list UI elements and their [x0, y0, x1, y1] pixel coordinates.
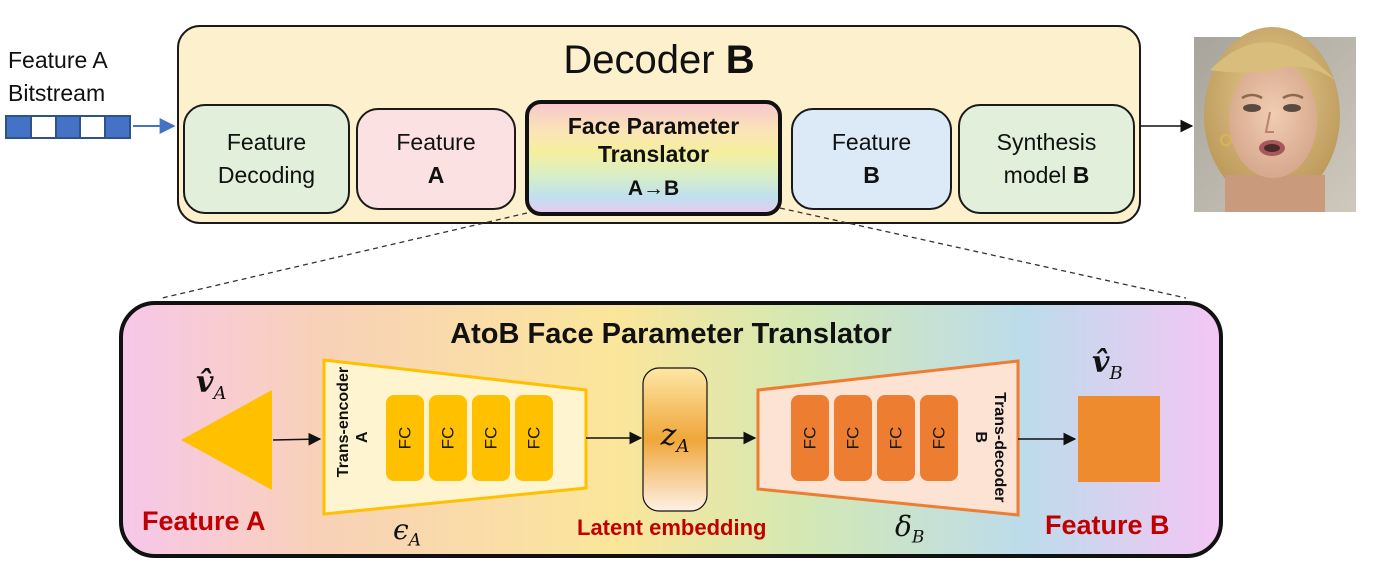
feature-a-caption: Feature A	[142, 506, 266, 536]
bitstream-icon	[5, 115, 131, 139]
encoder-symbol-main: ϵ	[393, 513, 409, 546]
feature-a-module: Feature A	[356, 108, 516, 210]
feature-a-line1: Feature	[396, 128, 476, 155]
output-vector-sub: B	[1109, 363, 1123, 384]
encoder-fc-block: FC	[386, 395, 424, 481]
fc-label: FC	[928, 426, 948, 450]
encoder-fc-block: FC	[515, 395, 553, 481]
bitstream-label: Feature A Bitstream	[8, 44, 108, 111]
input-vector-symbol: v̂	[196, 365, 214, 400]
feature-b-caption: Feature B	[1045, 510, 1170, 540]
decoder-title-prefix: Decoder	[563, 38, 726, 82]
fc-label: FC	[437, 426, 457, 450]
latent-symbol-sub: A	[676, 436, 690, 457]
decoder-label-line1: Trans-decoder	[991, 392, 1009, 503]
feature-decoding-line2: Decoding	[217, 162, 316, 188]
decoder-label: Trans-decoder B	[971, 392, 1009, 503]
latent-embedding-caption: Latent embedding	[577, 515, 767, 540]
bitstream-label-line1: Feature A	[8, 47, 108, 73]
encoder-label-line1: Trans-encoder	[334, 366, 352, 478]
input-triangle	[181, 390, 272, 490]
input-vector-label: v̂A	[196, 365, 226, 404]
translator-line1: Face Parameter	[567, 112, 740, 139]
decoder-symbol: δB	[895, 510, 924, 548]
decoder-title-bold: B	[725, 38, 755, 82]
translator-module: Face Parameter Translator A→B	[527, 102, 780, 214]
decoder-fc-block: FC	[920, 395, 958, 481]
feature-decoding-line1: Feature	[226, 128, 307, 155]
arrow-triangle-to-encoder	[272, 432, 322, 446]
decoder-fc-block: FC	[834, 395, 872, 481]
bitstream-cell	[81, 117, 107, 137]
feature-b-line1: Feature	[831, 128, 912, 155]
encoder-fc-block: FC	[429, 395, 467, 481]
decoder-title: Decoder B	[178, 38, 1140, 83]
latent-symbol: zA	[643, 418, 707, 457]
latent-bar	[642, 367, 708, 512]
bitstream-cell	[7, 117, 32, 137]
synthesis-line1: Synthesis	[996, 128, 1097, 155]
fc-label: FC	[799, 426, 819, 450]
synthesis-line2-bold: B	[1072, 162, 1090, 188]
input-vector-sub: A	[213, 383, 227, 404]
zoom-line-left	[161, 212, 528, 299]
encoder-symbol-sub: A	[408, 530, 421, 551]
synthesis-line2: model B	[1004, 159, 1090, 192]
translator-line2: Translator	[597, 141, 710, 168]
decoder-symbol-sub: B	[911, 527, 925, 548]
synthesis-line2-prefix: model	[1003, 162, 1073, 188]
translator-line3: A→B	[627, 177, 680, 200]
output-square	[1078, 396, 1160, 482]
zoom-line-right	[779, 207, 1187, 299]
encoder-fc-block: FC	[472, 395, 510, 481]
fc-label: FC	[523, 426, 543, 450]
feature-decoding-module: Feature Decoding	[183, 104, 350, 214]
feature-b-module: Feature B	[791, 108, 952, 210]
encoder-label: Trans-encoder A	[334, 366, 372, 478]
bitstream-label-line2: Bitstream	[8, 80, 106, 107]
bitstream-cell	[106, 117, 129, 137]
encoder-symbol: ϵA	[393, 513, 421, 551]
bitstream-cell	[56, 117, 82, 137]
translator-module-bg	[525, 100, 782, 216]
bitstream-cell	[31, 117, 57, 137]
synthesis-module: Synthesis model B	[958, 104, 1135, 214]
feature-a-line2: A	[427, 162, 445, 188]
output-vector-symbol: v̂	[1092, 345, 1110, 380]
fc-label: FC	[842, 426, 862, 450]
face-photo-icon	[1194, 27, 1356, 212]
encoder-label-line2: A	[354, 431, 371, 443]
translator-detail-title: AtoB Face Parameter Translator	[450, 318, 892, 350]
decoder-fc-block: FC	[791, 395, 829, 481]
decoder-fc-block: FC	[877, 395, 915, 481]
latent-symbol-main: z	[660, 418, 677, 453]
decoder-label-line2: B	[972, 431, 989, 443]
fc-label: FC	[394, 426, 414, 450]
output-vector-label: v̂B	[1092, 345, 1123, 384]
fc-label: FC	[885, 426, 905, 450]
feature-b-line2: B	[863, 162, 880, 188]
fc-label: FC	[480, 426, 500, 450]
decoder-symbol-main: δ	[895, 510, 912, 543]
